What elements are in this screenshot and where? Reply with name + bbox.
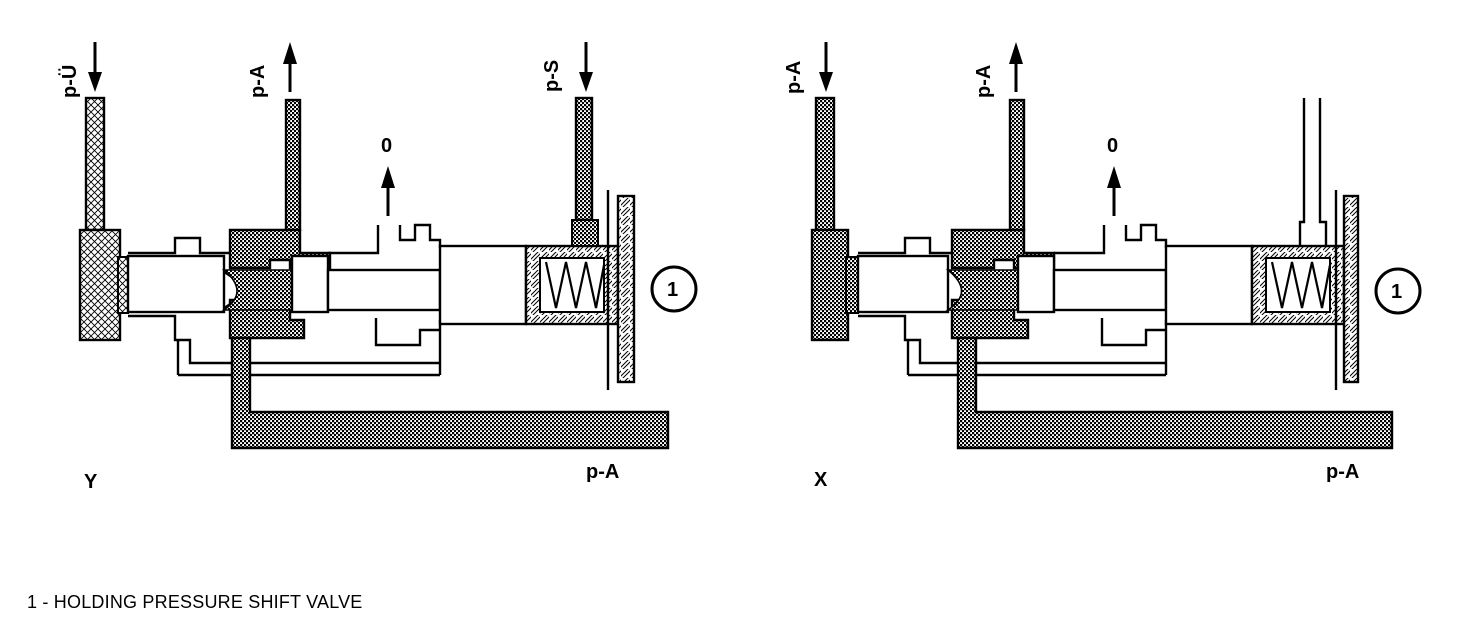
inlet-chamber-right — [810, 228, 850, 342]
right-valve — [810, 42, 1422, 450]
right-callout-number: 1 — [1391, 281, 1402, 303]
left-callout-number: 1 — [667, 279, 678, 301]
right-line-pa-label: p-A — [1326, 461, 1359, 483]
outlet-channel-right — [1008, 98, 1026, 232]
piston-right — [1164, 244, 1254, 326]
left-line-pa-label: p-A — [586, 461, 619, 483]
left-exhaust-label: 0 — [381, 135, 392, 157]
spool-land-2-left — [290, 254, 330, 314]
spool-land-1-right — [856, 254, 950, 314]
piston-left — [438, 244, 528, 326]
left-port-pa-label: p-A — [247, 65, 269, 98]
spool-land-2-right — [1016, 254, 1056, 314]
left-view-label: Y — [84, 471, 98, 493]
ps-channel-left — [574, 96, 594, 222]
feedback-channel-right — [956, 336, 1394, 450]
right-view-label: X — [814, 469, 828, 491]
figure-caption: 1 - HOLDING PRESSURE SHIFT VALVE — [27, 592, 363, 612]
right-port-pa1-label: p-A — [783, 61, 805, 94]
left-valve — [78, 42, 698, 450]
right-exhaust-label: 0 — [1107, 135, 1118, 157]
spring-left — [544, 261, 606, 309]
left-port-ps-label: p-S — [541, 60, 563, 92]
outlet-channel-left — [284, 98, 302, 232]
left-port-pu-label: p-Ü — [58, 65, 81, 98]
inlet-channel-left — [84, 96, 106, 232]
end-cap-left — [616, 194, 636, 384]
end-cap-right — [1342, 194, 1360, 384]
spool-land-1-left — [126, 254, 226, 314]
spring-right — [1270, 261, 1332, 309]
right-port-pa2-label: p-A — [973, 65, 995, 98]
inlet-channel-right — [814, 96, 836, 232]
feedback-channel-left — [230, 336, 670, 450]
inlet-chamber-left — [78, 228, 122, 342]
